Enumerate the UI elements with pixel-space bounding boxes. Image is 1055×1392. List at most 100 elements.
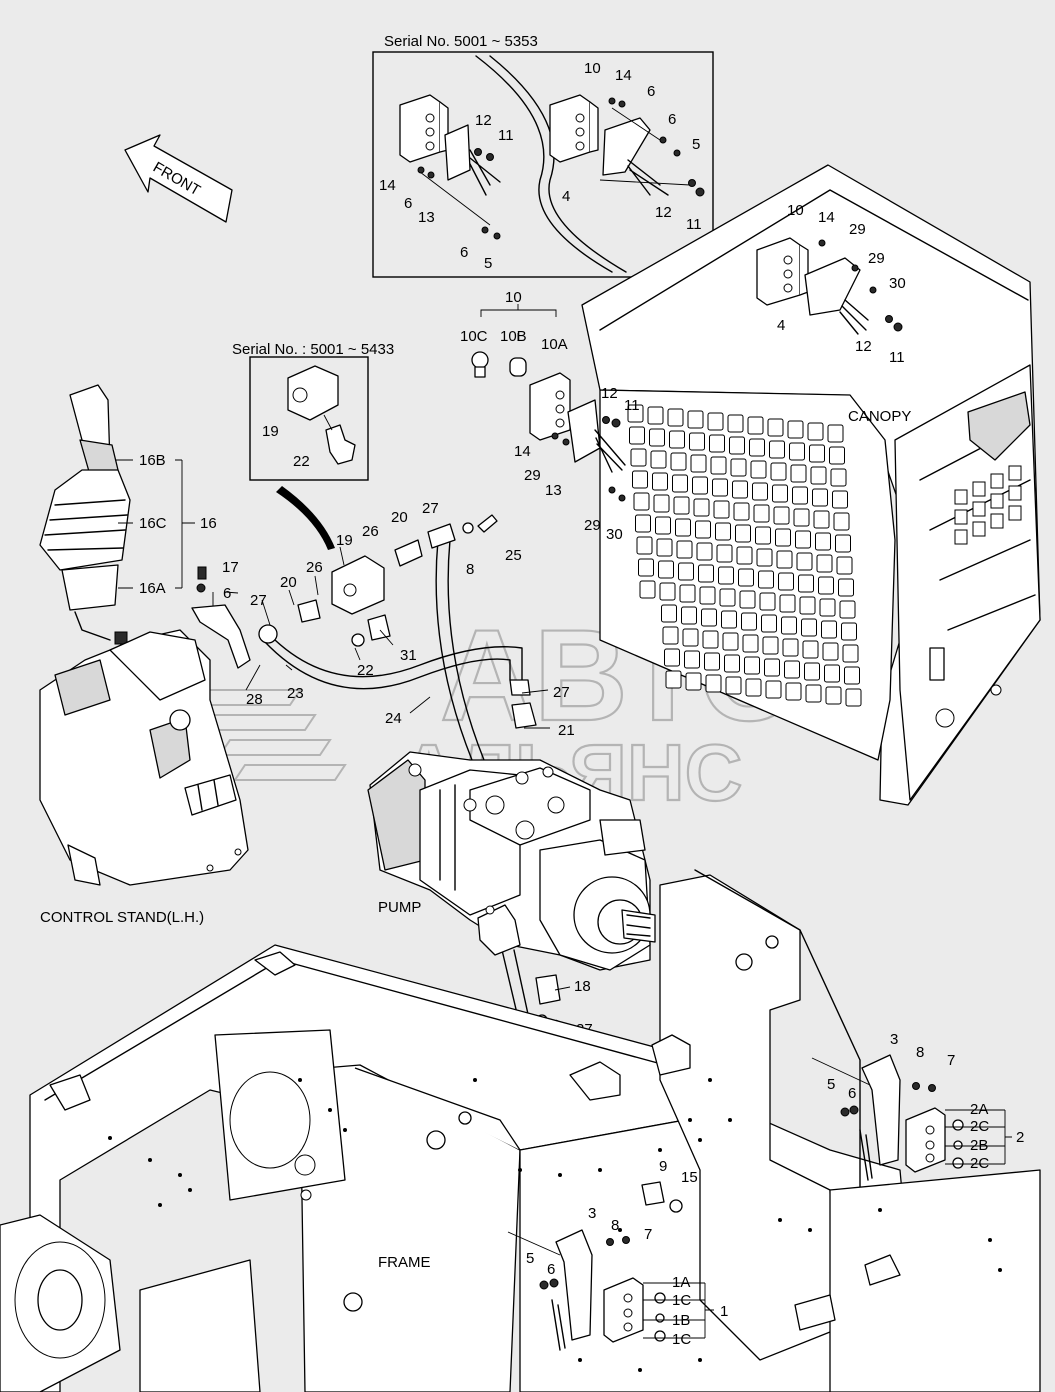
callout-8: 8 — [916, 1044, 924, 1061]
joystick: 16B 16C 16 16A — [39, 384, 217, 645]
mesh-cell — [653, 494, 670, 513]
callout-22: 22 — [293, 453, 310, 470]
bolt-hole — [618, 1228, 622, 1232]
front-arrow: FRONT — [124, 134, 233, 223]
mesh-cell — [664, 648, 680, 667]
bolt-hole — [598, 1168, 602, 1172]
mesh-cell — [753, 504, 770, 523]
mesh-cell — [825, 686, 842, 705]
mesh-cell — [835, 534, 851, 553]
bolt-hole — [578, 1358, 582, 1362]
callout-1b: 1B — [672, 1312, 690, 1329]
detail-top-lamp-left — [399, 94, 501, 226]
mesh-cell — [681, 606, 697, 625]
callout-14: 14 — [514, 443, 531, 460]
mesh-cell — [972, 521, 986, 537]
mesh-cell — [698, 564, 714, 583]
mesh-cell — [1008, 505, 1022, 521]
mesh-cell — [659, 582, 676, 601]
mesh-cell — [758, 570, 774, 589]
mesh-cell — [649, 428, 665, 447]
mesh-cell — [655, 516, 671, 535]
mesh-cell — [729, 436, 745, 455]
frame: FRAME — [0, 869, 1041, 1392]
callout-6: 6 — [404, 195, 412, 212]
callout-22: 22 — [357, 662, 374, 679]
callout-2b: 2B — [970, 1137, 988, 1154]
callout-24: 24 — [385, 710, 402, 727]
mesh-cell — [656, 538, 673, 557]
mesh-cell — [784, 660, 800, 679]
callout-10: 10 — [584, 60, 601, 77]
callout-14: 14 — [379, 177, 396, 194]
mesh-cell — [738, 568, 754, 587]
bolt-hole — [658, 1148, 662, 1152]
lamp-group-callouts: 10 10C 10B 10A 12 11 14 29 13 29 30 — [460, 289, 640, 543]
callout-2a: 2A — [970, 1101, 988, 1118]
callout-12: 12 — [655, 204, 672, 221]
mesh-cell — [710, 456, 727, 475]
mesh-cell — [1008, 465, 1022, 481]
mesh-cell — [841, 622, 857, 641]
callout-10a: 10A — [541, 336, 568, 353]
callout-3: 3 — [890, 1031, 898, 1048]
callout-10c: 10C — [460, 328, 488, 345]
mesh-cell — [676, 540, 693, 559]
mesh-cell — [765, 680, 782, 699]
control-stand-label: CONTROL STAND(L.H.) — [40, 909, 204, 926]
mesh-cell — [627, 404, 644, 423]
mesh-cell — [767, 418, 784, 437]
bolt-hole — [328, 1108, 332, 1112]
mesh-cell — [701, 608, 717, 627]
mesh-cell — [827, 424, 844, 443]
callout-29: 29 — [584, 517, 601, 534]
bolt-hole — [158, 1203, 162, 1207]
mesh-cell — [821, 620, 837, 639]
mesh-cell — [802, 640, 819, 659]
callout-29: 29 — [868, 250, 885, 267]
mesh-cell — [687, 410, 704, 429]
mesh-cell — [810, 466, 827, 485]
callout-2: 2 — [1016, 1129, 1024, 1146]
callout-7: 7 — [947, 1052, 955, 1069]
detail-top: Serial No. 5001 ~ 5353 — [372, 33, 714, 278]
callout-26: 26 — [306, 559, 323, 576]
callout-21: 21 — [558, 722, 575, 739]
mesh-cell — [730, 458, 747, 477]
mesh-cell — [799, 596, 816, 615]
callout-15: 15 — [681, 1169, 698, 1186]
mesh-cell — [709, 434, 725, 453]
callout-6: 6 — [668, 111, 676, 128]
mesh-cell — [830, 468, 847, 487]
lamp-10a — [529, 372, 626, 473]
mesh-cell — [990, 473, 1004, 489]
mesh-cell — [721, 610, 737, 629]
mesh-cell — [652, 472, 668, 491]
detail-top-callouts: 10 14 6 6 5 12 11 14 6 13 4 12 11 6 5 — [379, 60, 702, 272]
bolt-hole — [878, 1208, 882, 1212]
mesh-cell — [632, 470, 648, 489]
mesh-cell — [972, 481, 986, 497]
callout-4: 4 — [562, 188, 570, 205]
callout-26: 26 — [362, 523, 379, 540]
callout-28: 28 — [246, 691, 263, 708]
canopy-mesh — [627, 404, 1022, 707]
bolt-hole — [708, 1078, 712, 1082]
callout-1a: 1A — [672, 1274, 690, 1291]
bolt-hole — [638, 1368, 642, 1372]
mesh-cell — [752, 482, 768, 501]
mesh-cell — [638, 558, 654, 577]
callout-1: 1 — [720, 1303, 728, 1320]
mesh-cell — [824, 664, 840, 683]
callout-5: 5 — [484, 255, 492, 272]
mesh-cell — [689, 432, 705, 451]
mesh-cell — [769, 440, 785, 459]
callout-5: 5 — [827, 1076, 835, 1093]
callout-27: 27 — [250, 592, 267, 609]
bottom-lamp-group: 9 15 3 8 7 5 6 1A 1C 1 1B 1C — [507, 1158, 728, 1351]
mesh-cell — [682, 628, 699, 647]
mesh-cell — [836, 556, 853, 575]
frame-bolt-holes — [108, 1078, 1002, 1372]
bolt-hole — [298, 1078, 302, 1082]
